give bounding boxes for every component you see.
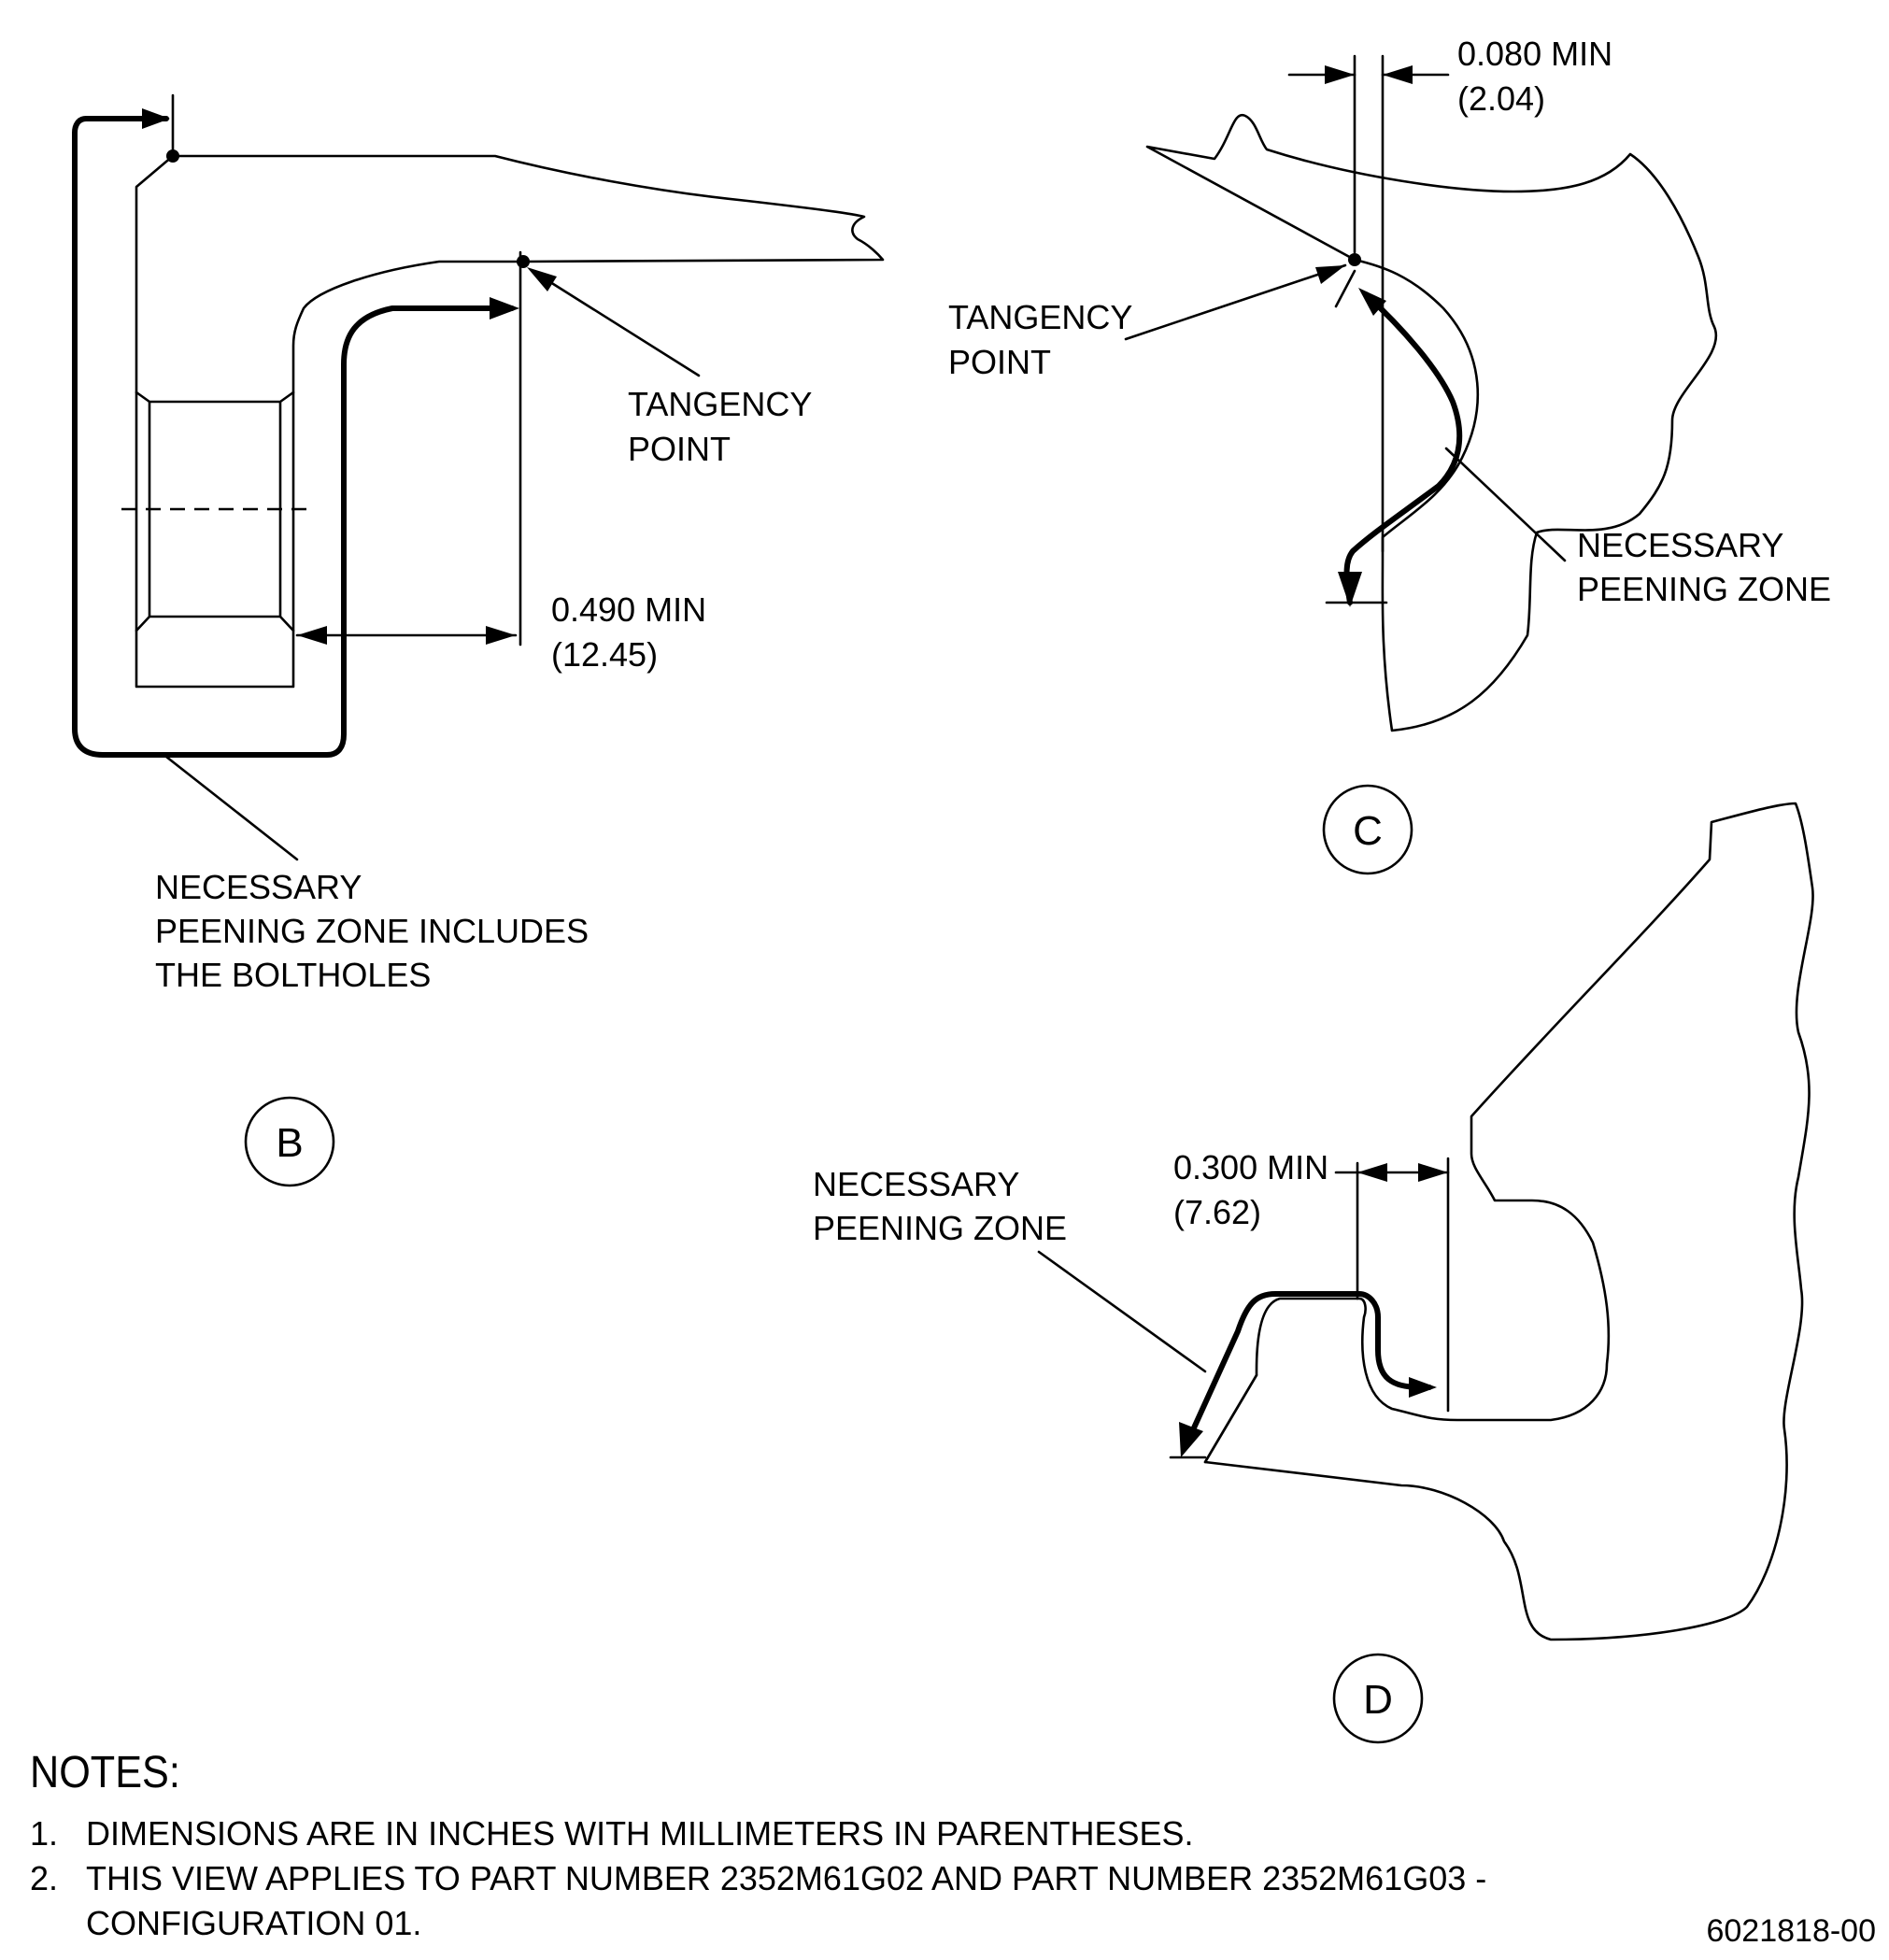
- view-b-tangency-point-dot-2: [517, 255, 530, 268]
- note-line: CONFIGURATION 01.: [86, 1904, 422, 1942]
- view-b-zone-end-arrow: [490, 297, 519, 320]
- notes-section: NOTES: 1. DIMENSIONS ARE IN INCHES WITH …: [30, 1747, 1618, 1946]
- view-b-bolthole-body: [135, 391, 295, 632]
- view-b-tangency-leader: [531, 269, 701, 377]
- note-line: THIS VIEW APPLIES TO PART NUMBER 2352M61…: [86, 1859, 1487, 1897]
- view-c-label: C: [1353, 808, 1383, 854]
- view-b-label-circle: [244, 1096, 335, 1187]
- view-c-zone-arrow-start: [1358, 288, 1386, 316]
- view-b-peening-zone-path: [72, 116, 515, 758]
- view-d-zone-arrow-start: [1179, 1422, 1203, 1457]
- view-c-start-tick: [1334, 269, 1356, 308]
- view-c-dimension-arrow-right: [1383, 65, 1413, 84]
- view-b-dimension-label: 0.490 MIN (12.45): [551, 590, 716, 674]
- note-number: 2.: [30, 1859, 59, 1897]
- view-b-tangency-point-dot: [166, 149, 179, 163]
- view-c-zone-label: NECESSARY PEENING ZONE: [1577, 526, 1831, 608]
- note-item: 1. DIMENSIONS ARE IN INCHES WITH MILLIME…: [30, 1811, 1618, 1856]
- view-c-dimension-arrow-left: [1325, 65, 1355, 84]
- view-d-inner-contour: [1203, 1373, 1258, 1464]
- view-d-peening-zone-path: [1188, 1291, 1432, 1437]
- view-c-tangency-leader-arrow: [1315, 265, 1345, 284]
- note-text: THIS VIEW APPLIES TO PART NUMBER 2352M61…: [86, 1856, 1618, 1946]
- note-text: DIMENSIONS ARE IN INCHES WITH MILLIMETER…: [86, 1811, 1618, 1856]
- view-d-dimension-arrow-right: [1418, 1163, 1448, 1182]
- view-c-tangency-leader: [1124, 263, 1347, 341]
- drawing-number: 6021818-00: [1706, 1913, 1876, 1949]
- view-d-dimension-label: 0.300 MIN (7.62): [1173, 1148, 1338, 1231]
- note-item: 2. THIS VIEW APPLIES TO PART NUMBER 2352…: [30, 1856, 1618, 1946]
- view-c-part-outline: [1145, 113, 1718, 732]
- view-b-part-outline: [135, 154, 885, 689]
- view-c-zone-leader: [1444, 447, 1567, 562]
- view-c-dimension-label: 0.080 MIN (2.04): [1457, 35, 1622, 118]
- view-d-part-outline: [1203, 802, 1814, 1641]
- view-c: 0.080 MIN (2.04) TANGENCY POINT NECESSAR…: [948, 35, 1831, 875]
- note-line: DIMENSIONS ARE IN INCHES WITH MILLIMETER…: [86, 1814, 1194, 1853]
- view-c-tangency-label: TANGENCY POINT: [948, 298, 1142, 381]
- view-c-peening-zone-path: [1343, 291, 1463, 605]
- view-c-zone-arrow-end: [1338, 572, 1362, 607]
- notes-title: NOTES:: [30, 1748, 180, 1797]
- view-d-zone-label: NECESSARY PEENING ZONE: [813, 1165, 1067, 1247]
- view-d-dimension-arrow-left: [1357, 1163, 1387, 1182]
- view-b-dimension-arrow-right: [486, 626, 516, 645]
- note-number: 1.: [30, 1814, 59, 1853]
- view-c-tangency-point-dot: [1348, 253, 1361, 266]
- view-b: TANGENCY POINT 0.490 MIN (12.45) NECESSA…: [72, 93, 885, 1187]
- view-b-tangency-leader-arrow: [527, 267, 557, 291]
- view-b-dimension-arrow-left: [297, 626, 327, 645]
- view-b-zone-label: NECESSARY PEENING ZONE INCLUDES THE BOLT…: [155, 868, 598, 994]
- view-d-label-circle: [1332, 1653, 1424, 1744]
- view-b-tangency-label: TANGENCY POINT: [628, 385, 821, 468]
- view-c-label-circle: [1322, 784, 1413, 875]
- view-b-zone-leader: [164, 755, 299, 861]
- view-d-zone-leader: [1037, 1250, 1207, 1373]
- view-d-zone-arrow-end: [1409, 1377, 1437, 1398]
- view-d-label: D: [1363, 1677, 1393, 1723]
- view-b-label: B: [276, 1120, 303, 1166]
- view-b-zone-start-arrow: [142, 108, 170, 129]
- view-d: NECESSARY PEENING ZONE 0.300 MIN (7.62) …: [813, 802, 1814, 1744]
